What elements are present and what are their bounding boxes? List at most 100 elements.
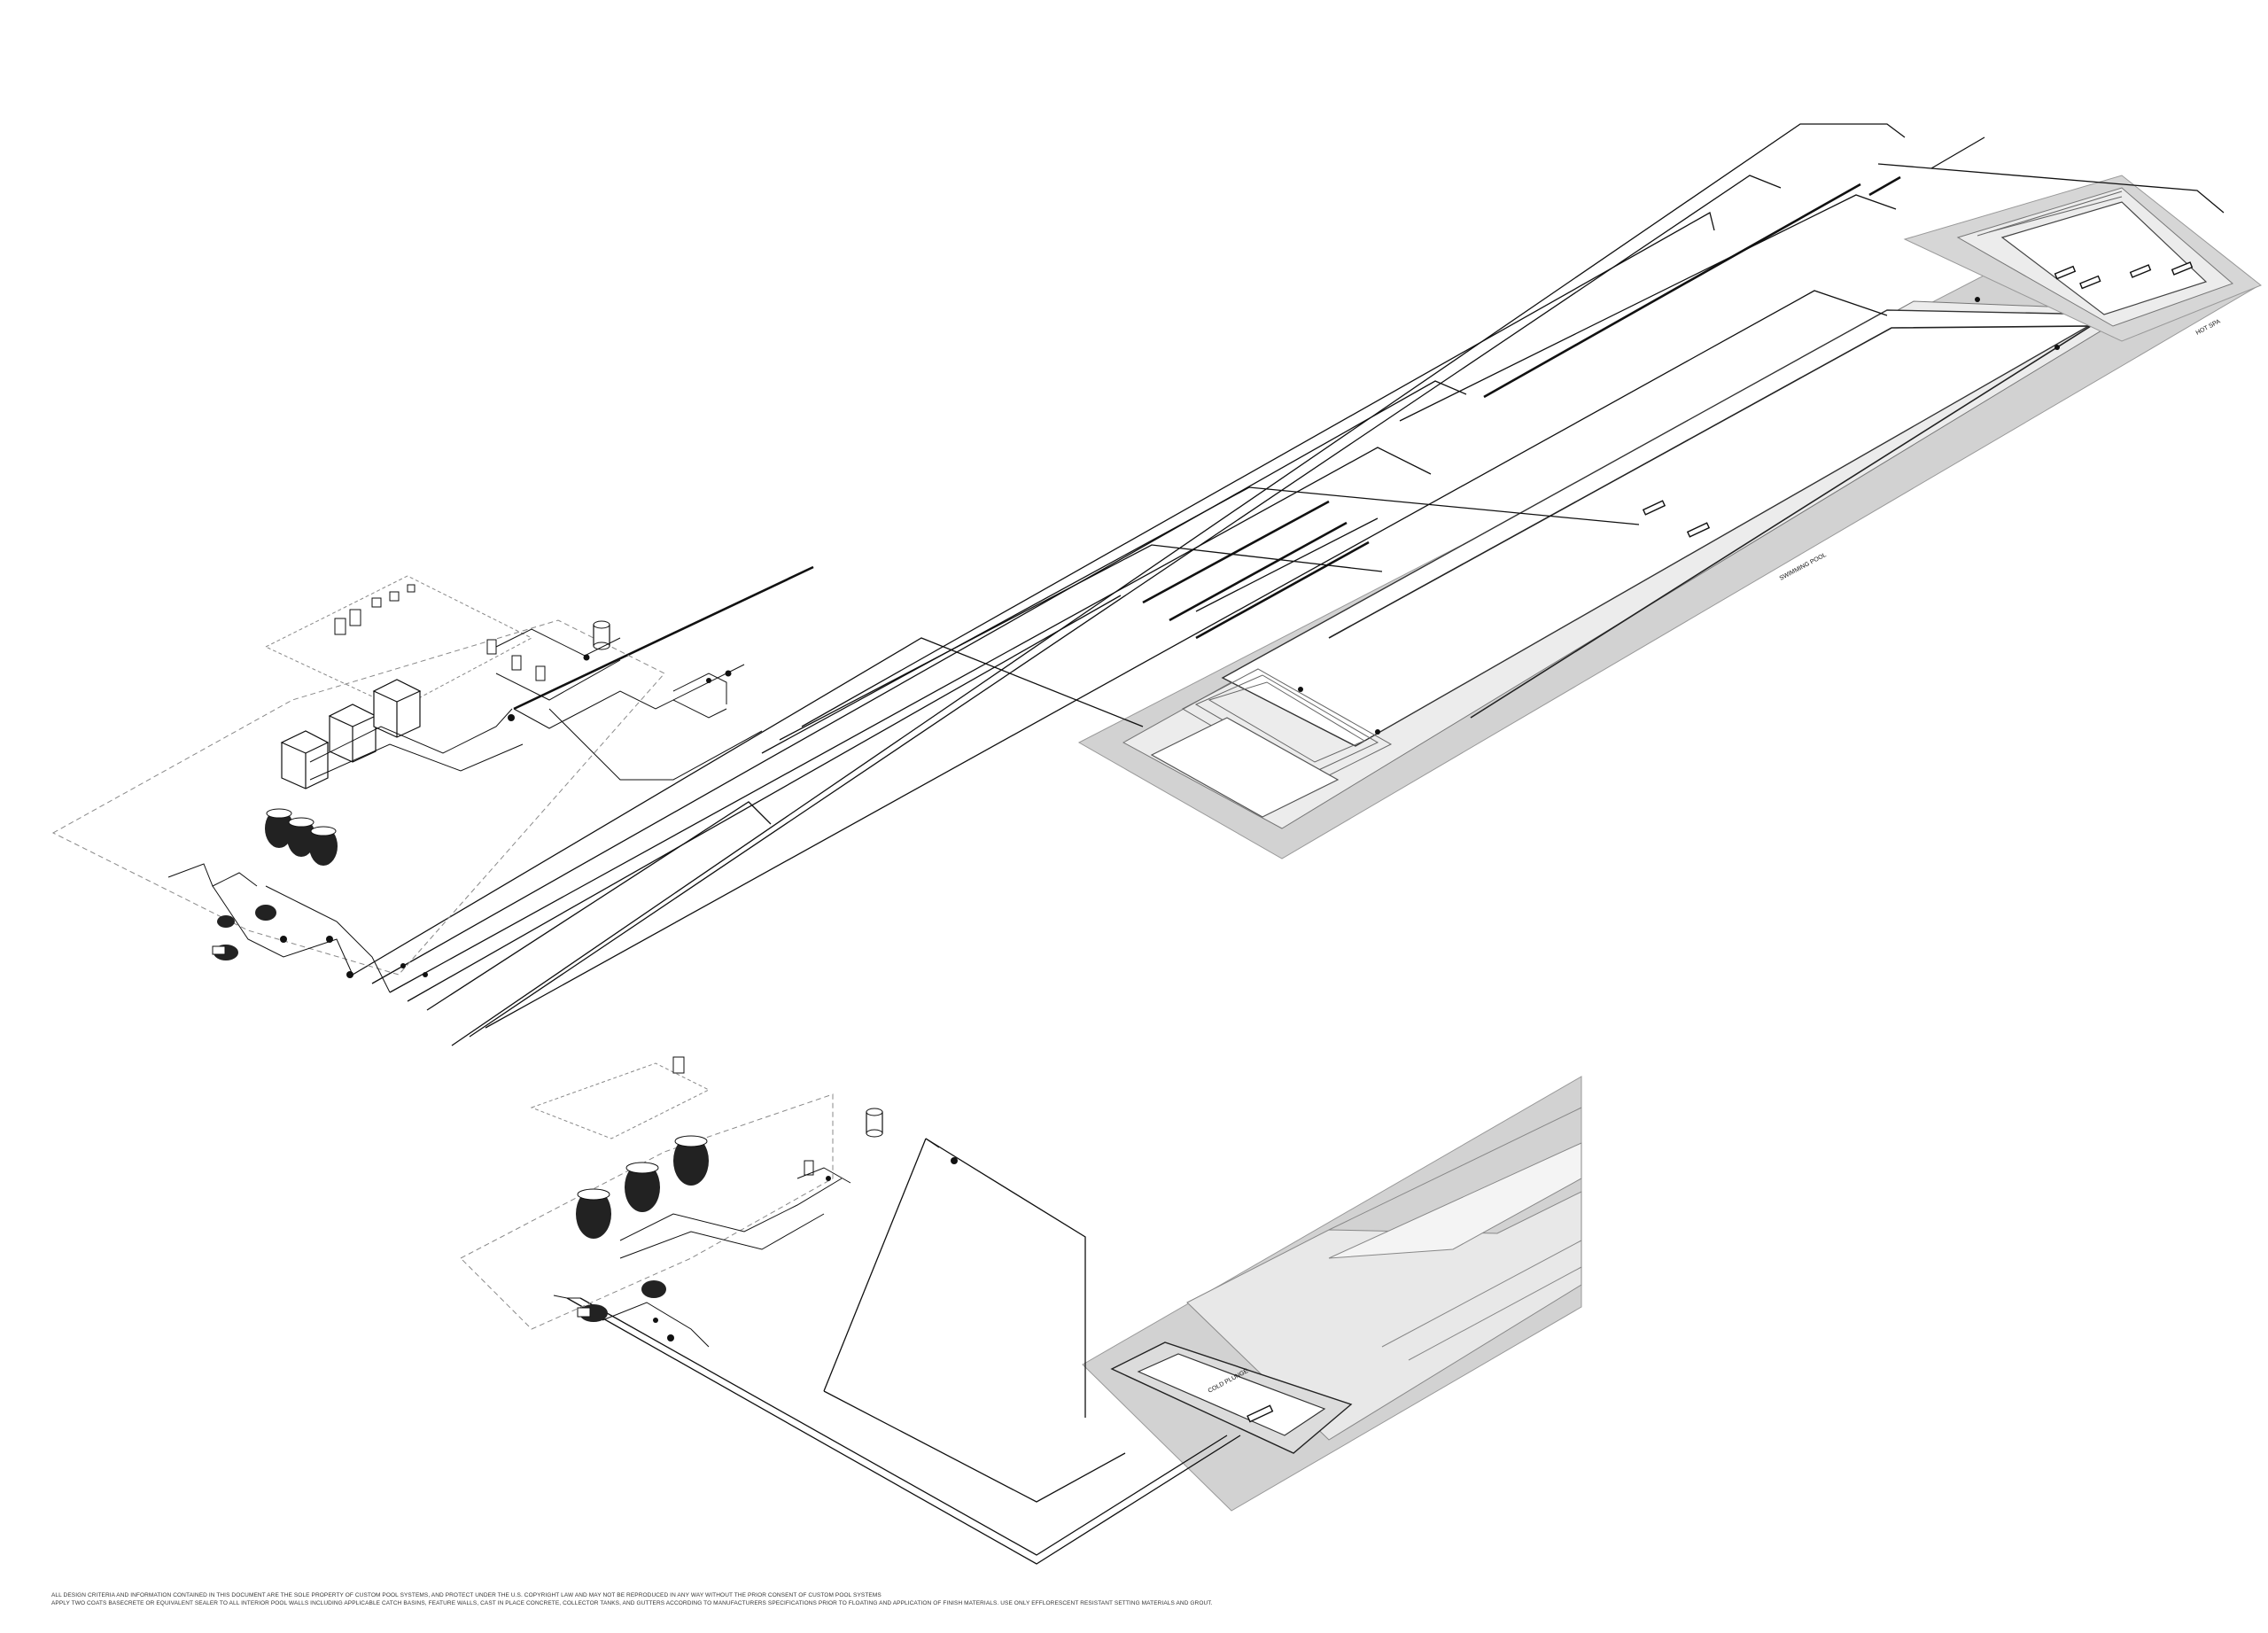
spa-step-line-2 (1977, 191, 2123, 237)
hot-spa-label: HOT SPA (2195, 318, 2222, 336)
lower-filter-tank-1 (576, 1188, 611, 1239)
spa-jet-bar-3 (2129, 264, 2152, 278)
valve-dot-9 (423, 972, 428, 977)
chemical-feeder-upper (593, 620, 610, 650)
pool-baja-shelf (1150, 717, 1340, 818)
lower-pipe-3 (823, 1390, 1126, 1503)
pad-pipe-3 (495, 628, 621, 657)
pump-2 (255, 905, 276, 921)
filter-tank-3 (309, 826, 338, 866)
lower-pump-1 (641, 1280, 666, 1298)
pipe-run-2 (469, 175, 1782, 1038)
heavy-pipe-4 (1195, 540, 1370, 640)
pad-pipe-2 (309, 743, 524, 781)
lower-valve-actuator (804, 1160, 814, 1176)
valve-dot-8 (400, 963, 406, 968)
valve-dot-6 (326, 936, 333, 943)
pipe-run-4 (352, 637, 1144, 976)
pipe-run-12 (1399, 194, 1897, 422)
pipe-run-1 (451, 123, 1906, 1046)
spa-jet-bar-2 (2079, 275, 2101, 290)
heavy-pipe-3 (1169, 521, 1348, 622)
controller-box-3 (371, 597, 382, 608)
upper-heavy-pipes (513, 175, 1901, 711)
valve-dot-2 (583, 654, 590, 661)
spa-jet-bar-4 (2171, 261, 2194, 276)
cold-channel-line-1 (1328, 1107, 1582, 1231)
upper-equipment-pad (51, 575, 763, 993)
pool-structure-upper (1077, 175, 2262, 859)
sealer-note: APPLY TWO COATS BASECRETE OR EQUIVALENT … (51, 1600, 1213, 1606)
spa-jet-bar-1 (2054, 265, 2077, 280)
pipe-run-13 (1195, 517, 1379, 612)
pool-water-area (1221, 309, 2111, 747)
pool-return-bar-1 (1642, 500, 1666, 516)
lower-pump-2 (577, 1304, 608, 1322)
filter-tank-2 (287, 817, 315, 857)
lower-pad-pipe-2 (619, 1213, 825, 1259)
pool-return-bar-2 (1686, 522, 1711, 538)
pump-1 (212, 945, 238, 960)
cold-plunge-inner (1137, 1353, 1326, 1436)
lower-pipe-4 (566, 1297, 1241, 1565)
lower-filter-tank-3 (673, 1135, 709, 1186)
spa-drain-1 (1975, 297, 1980, 302)
pool-drain-2 (1375, 729, 1380, 735)
pad-pipe-10 (212, 885, 353, 976)
lower-equipment-pad (460, 1056, 958, 1348)
pipe-run-11 (761, 486, 1640, 754)
heavy-pipe-2 (1142, 500, 1330, 604)
pipe-run-8 (426, 801, 772, 1011)
lower-valve-dot-4 (653, 1318, 658, 1323)
valve-actuator-3 (535, 665, 546, 681)
pad-pipe-5 (513, 664, 745, 729)
heavy-pipe-1 (1483, 183, 1861, 399)
lower-pad-pipe-3 (796, 1167, 851, 1184)
pipe-run-5 (371, 380, 1467, 984)
chemical-feeder-lower (866, 1108, 883, 1138)
lower-valve-dot-3 (826, 1176, 831, 1181)
pipe-run-15 (1930, 136, 1985, 169)
equipment-dashed-boundary (51, 619, 665, 976)
pad-pipe-4 (495, 659, 621, 701)
pad-pipe-8 (548, 708, 763, 781)
pipe-run-7 (407, 595, 1122, 1002)
upper-piping (352, 123, 2225, 1046)
valve-dot-4 (706, 678, 711, 683)
heater-unit-3 (372, 679, 422, 738)
filter-tank-1 (265, 808, 293, 848)
valve-dot-1 (508, 714, 515, 721)
heavy-pipe-5 (513, 565, 814, 711)
spa-step-line-1 (1988, 196, 2123, 233)
pad-pipe-6 (672, 673, 727, 704)
pool-step-3 (1208, 681, 1366, 763)
lower-controller-box (672, 1056, 685, 1074)
spa-drain-2 (2054, 345, 2060, 350)
pad-pipe-9 (167, 863, 258, 887)
pipe-run-9 (801, 212, 1715, 727)
valve-dot-7 (346, 971, 353, 978)
valve-dot-3 (725, 670, 732, 677)
lower-pipe-1 (925, 1138, 1086, 1418)
controller-box-2 (349, 609, 361, 626)
pipe-run-14 (1877, 163, 2225, 214)
pad-pipe-7 (672, 699, 727, 719)
controller-box-1 (334, 618, 346, 635)
pipe-run-10 (779, 544, 1383, 741)
controller-box-5 (407, 584, 416, 593)
lower-piping (566, 1138, 1241, 1565)
lower-filter-tank-2 (625, 1162, 660, 1212)
lower-valve-dot-1 (667, 1334, 674, 1341)
pad-pipe-1 (309, 708, 513, 763)
lower-dashed-boundary (460, 1093, 834, 1330)
pump-3 (217, 915, 235, 928)
cold-white-area (1328, 1142, 1582, 1259)
pad-pipe-11 (265, 885, 391, 993)
spa-water (2000, 201, 2208, 315)
lower-pipe-6 (925, 1138, 940, 1148)
heater-unit-1 (280, 730, 330, 789)
cold-plunge-jet-bar (1247, 1404, 1274, 1423)
lower-pad-pipe-1 (619, 1178, 843, 1241)
lower-pipe-5 (579, 1297, 1228, 1556)
